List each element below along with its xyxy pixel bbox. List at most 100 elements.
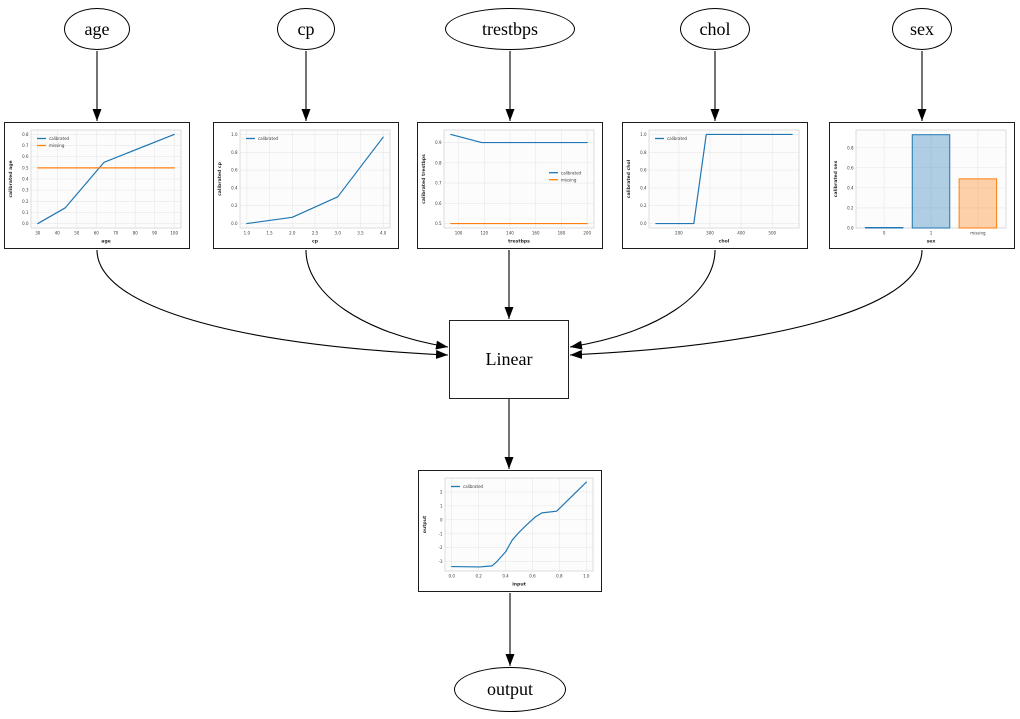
svg-text:0.8: 0.8	[231, 150, 238, 155]
svg-text:2.0: 2.0	[289, 231, 296, 236]
svg-text:40: 40	[55, 231, 61, 236]
svg-text:calibrated cp: calibrated cp	[217, 161, 223, 196]
svg-text:0.0: 0.0	[231, 221, 238, 226]
svg-text:missing: missing	[970, 231, 986, 236]
svg-text:60: 60	[94, 231, 100, 236]
svg-text:0.4: 0.4	[22, 177, 29, 182]
svg-text:1.0: 1.0	[231, 132, 238, 137]
node-sex-label: sex	[910, 18, 934, 39]
svg-text:1: 1	[440, 503, 443, 508]
node-age: age	[64, 8, 130, 50]
svg-text:100: 100	[455, 231, 463, 236]
svg-text:calibrated: calibrated	[463, 484, 484, 489]
node-trestbps: trestbps	[445, 8, 575, 50]
svg-text:output: output	[422, 515, 428, 533]
svg-text:age: age	[101, 240, 111, 245]
svg-text:calibrated sex: calibrated sex	[833, 161, 839, 198]
svg-text:50: 50	[74, 231, 80, 236]
svg-text:1.0: 1.0	[244, 231, 251, 236]
svg-text:500: 500	[768, 231, 776, 236]
svg-text:0.2: 0.2	[475, 574, 482, 579]
svg-text:2.5: 2.5	[312, 231, 319, 236]
svg-text:140: 140	[506, 231, 514, 236]
svg-text:0: 0	[883, 231, 886, 236]
svg-text:0.0: 0.0	[22, 221, 29, 226]
node-linear-label: Linear	[485, 349, 533, 369]
svg-text:0.2: 0.2	[847, 205, 854, 210]
svg-text:0: 0	[440, 517, 443, 522]
svg-text:0.2: 0.2	[231, 203, 238, 208]
svg-text:missing: missing	[561, 177, 577, 182]
svg-text:cp: cp	[312, 240, 319, 245]
node-linear: Linear	[449, 320, 569, 399]
svg-text:0.6: 0.6	[847, 165, 854, 170]
svg-text:1.0: 1.0	[640, 132, 647, 137]
svg-text:calibrated trestbps: calibrated trestbps	[421, 154, 427, 204]
svg-text:0.5: 0.5	[435, 221, 442, 226]
svg-text:0.7: 0.7	[22, 143, 29, 148]
svg-text:0.4: 0.4	[640, 185, 647, 190]
svg-text:0.4: 0.4	[231, 185, 238, 190]
svg-text:200: 200	[583, 231, 591, 236]
svg-text:0.2: 0.2	[640, 203, 647, 208]
svg-text:0.6: 0.6	[435, 201, 442, 206]
svg-text:0.4: 0.4	[847, 185, 854, 190]
svg-text:0.6: 0.6	[640, 168, 647, 173]
node-output-label: output	[486, 679, 533, 699]
svg-text:sex: sex	[927, 240, 936, 245]
svg-text:0.0: 0.0	[847, 226, 854, 231]
svg-text:0.6: 0.6	[529, 574, 536, 579]
svg-text:calibrated: calibrated	[667, 136, 688, 141]
svg-text:-2: -2	[439, 545, 443, 550]
svg-text:0.8: 0.8	[556, 574, 563, 579]
svg-text:200: 200	[675, 231, 683, 236]
svg-text:180: 180	[558, 231, 566, 236]
svg-text:0.1: 0.1	[22, 210, 29, 215]
svg-text:0.8: 0.8	[640, 150, 647, 155]
svg-text:400: 400	[737, 231, 745, 236]
svg-text:1: 1	[930, 231, 933, 236]
svg-text:0.6: 0.6	[231, 168, 238, 173]
svg-text:160: 160	[532, 231, 540, 236]
node-age-label: age	[84, 18, 110, 39]
svg-text:0.3: 0.3	[22, 188, 29, 193]
svg-text:0.6: 0.6	[22, 154, 29, 159]
node-cp-label: cp	[297, 18, 315, 39]
svg-text:0.7: 0.7	[435, 181, 442, 186]
svg-text:0.9: 0.9	[435, 140, 442, 145]
svg-text:1.0: 1.0	[583, 574, 590, 579]
svg-text:100: 100	[170, 231, 178, 236]
svg-text:calibrated age: calibrated age	[8, 160, 14, 197]
node-cp: cp	[277, 8, 335, 50]
edge-sex-plot-to-linear	[569, 249, 923, 359]
svg-text:calibrated: calibrated	[258, 136, 279, 141]
svg-text:120: 120	[480, 231, 488, 236]
svg-text:calibrated chol: calibrated chol	[626, 159, 632, 198]
svg-text:2: 2	[440, 489, 443, 494]
svg-text:4.0: 4.0	[380, 231, 387, 236]
node-chol-label: chol	[699, 18, 731, 39]
svg-text:3.5: 3.5	[357, 231, 364, 236]
svg-text:3.0: 3.0	[335, 231, 342, 236]
svg-text:70: 70	[113, 231, 119, 236]
node-chol: chol	[680, 8, 750, 50]
svg-text:0.8: 0.8	[435, 160, 442, 165]
svg-text:30: 30	[35, 231, 41, 236]
svg-text:input: input	[512, 582, 526, 588]
svg-text:0.4: 0.4	[502, 574, 509, 579]
svg-text:300: 300	[706, 231, 714, 236]
svg-text:0.0: 0.0	[640, 221, 647, 226]
edge-cp-plot-to-linear	[305, 249, 449, 350]
svg-text:-1: -1	[439, 531, 443, 536]
